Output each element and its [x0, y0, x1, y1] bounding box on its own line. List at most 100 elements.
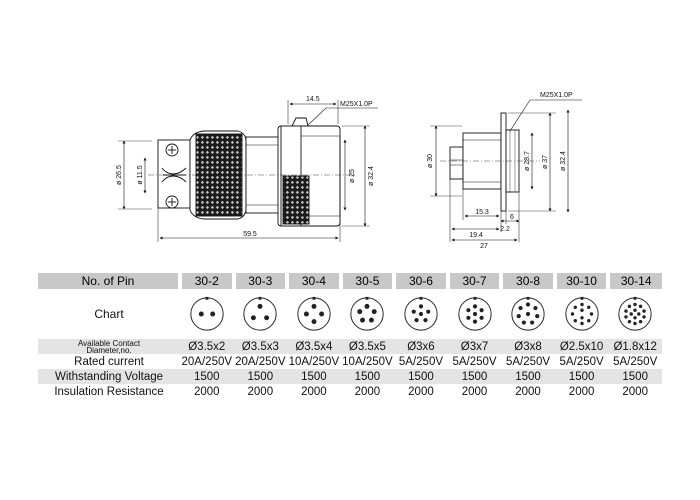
pin-layout-icon — [190, 296, 224, 331]
pin-cell: 30-10 — [554, 273, 611, 289]
pin-contact — [530, 320, 535, 325]
contact-row: Available Contact Diameter,no. Ø3.5x2 Ø3.… — [38, 339, 662, 354]
voltage-cell: 1500 — [554, 369, 609, 384]
chart-row: Chart — [38, 289, 662, 339]
pin-contact — [633, 316, 637, 320]
contact-cell: Ø3x7 — [447, 339, 502, 354]
pin-contact — [311, 319, 317, 325]
thread-label-right: M25X1.0P — [540, 92, 573, 99]
pin-layout-icon — [457, 296, 492, 331]
dia-inner-left: ø 11.5 — [137, 165, 144, 184]
label-chart: Chart — [94, 307, 124, 321]
resistance-cell: 2000 — [301, 385, 327, 398]
pin-contact — [426, 309, 431, 314]
pin-contact — [533, 305, 538, 311]
pin-contact — [586, 319, 591, 323]
pin-cell: 30-8 — [501, 273, 557, 289]
pin-layout-icon — [564, 296, 599, 331]
pin-cell: 30-4 — [287, 273, 343, 289]
dim-total-length: 59.5 — [243, 231, 257, 238]
current-cell: 20A/250V — [181, 355, 233, 368]
pin-contact — [257, 303, 263, 309]
pin-contact — [642, 309, 646, 313]
current-cell: 5A/250V — [559, 355, 604, 368]
current-cell: 5A/250V — [452, 355, 497, 368]
pin-layout-icon — [297, 296, 331, 331]
pin-contact — [579, 316, 584, 320]
pin-contact — [418, 311, 424, 317]
label-contact-diameter: Available Contact Diameter,no. — [38, 339, 180, 354]
voltage-cell: 1500 — [501, 369, 555, 384]
pin-contact — [521, 320, 527, 325]
dim-27: 27 — [480, 243, 488, 250]
voltage-cell: 1500 — [394, 369, 448, 384]
voltage-cell: 1500 — [340, 369, 395, 384]
current-cell: 10A/250V — [288, 355, 340, 368]
pin-contact — [198, 311, 204, 317]
pin-contact — [372, 309, 378, 315]
pin-contact — [411, 309, 416, 314]
voltage-cell: 1500 — [608, 369, 662, 384]
pin-contact — [624, 309, 628, 313]
dim-6: 6 — [510, 214, 514, 221]
label-contact-line2: Diameter,no. — [86, 345, 132, 354]
connector-side-view — [118, 100, 378, 242]
dim-15-3: 15.3 — [475, 209, 489, 216]
pin-contact — [573, 319, 577, 323]
socket-side-view — [430, 99, 582, 242]
dia-outer-left: ø 26.5 — [116, 165, 123, 185]
label-rated-current: Rated current — [74, 355, 144, 368]
technical-drawing: 14.5 M25X1.0P ø 26.5 ø 11.5 ø 25 ø 32.4 … — [116, 92, 582, 250]
pin-contact — [525, 302, 531, 307]
pin-contact — [472, 319, 477, 324]
dia-37-right: ø 37 — [542, 155, 549, 169]
dia-body-left: ø 25 — [349, 169, 356, 183]
pin-contact — [209, 311, 215, 317]
coupling-knurl — [282, 175, 310, 225]
chart-cell — [448, 289, 502, 339]
chart-cell — [608, 289, 662, 339]
contact-cell: Ø3.5x2 — [180, 339, 234, 354]
chart-cell — [234, 289, 288, 339]
voltage-cell: 1500 — [447, 369, 502, 384]
pin-layout-icon — [618, 296, 652, 331]
pin-contact — [579, 321, 584, 326]
contact-cell: Ø1.8x12 — [608, 339, 662, 354]
pin-contact — [518, 305, 523, 311]
resistance-cell: 2000 — [622, 385, 648, 398]
pin-contact — [639, 319, 643, 324]
pin-contact — [478, 308, 484, 313]
pin-contact — [639, 304, 643, 309]
dim-19-4: 19.4 — [469, 232, 483, 239]
dia-32-4-right: ø 32.4 — [560, 151, 567, 171]
pin-layout-icon — [243, 296, 277, 331]
pin-contact — [360, 317, 366, 323]
label-insulation-resistance: Insulation Resistance — [54, 385, 164, 398]
label-no-of-pin: No. of Pin — [38, 273, 182, 289]
pin-contact — [579, 308, 584, 312]
pin-contact — [364, 303, 370, 309]
pin-layout-icon — [511, 296, 545, 331]
resistance-cell: 2000 — [515, 385, 541, 398]
pin-cell: 30-5 — [340, 273, 397, 289]
pin-contact — [251, 315, 257, 321]
resistance-cell: 2000 — [247, 385, 274, 398]
pin-cell: 30-7 — [447, 273, 504, 289]
contact-cell: Ø2.5x10 — [554, 339, 609, 354]
pin-contact — [633, 308, 637, 312]
pin-contact — [472, 304, 477, 309]
voltage-cell: 1500 — [233, 369, 288, 384]
pin-contact — [357, 309, 363, 315]
pin-contact — [589, 312, 593, 316]
contact-cell: Ø3.5x5 — [340, 339, 395, 354]
pin-cell: 30-2 — [180, 273, 236, 289]
pin-contact — [465, 315, 471, 320]
pin-cell: 30-14 — [608, 273, 662, 289]
pin-contact — [586, 305, 591, 309]
label-contact-line1: Available Contact — [77, 339, 141, 348]
pin-contact — [633, 321, 637, 326]
pin-contact — [627, 319, 632, 324]
